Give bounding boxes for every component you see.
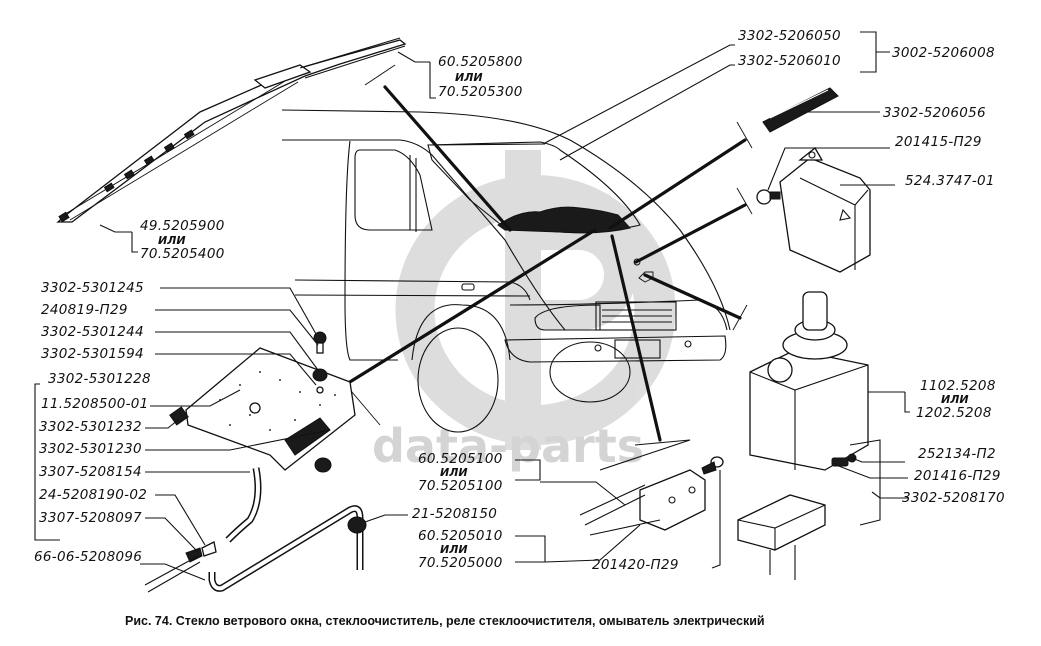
label-wiper-blade-b: 70.5205400 bbox=[140, 246, 225, 262]
seal-lock-strip-drawing bbox=[762, 87, 839, 133]
label-or: ИЛИ bbox=[440, 466, 468, 479]
label-washer-bolt: 201416-П29 bbox=[914, 468, 1001, 484]
label-wiper-lever-a: 60.5205100 bbox=[418, 451, 503, 467]
label-gearbox-a: 60.5205010 bbox=[418, 528, 503, 544]
figure-caption: Рис. 74. Стекло ветрового окна, стеклооч… bbox=[125, 614, 765, 628]
label-wiper-arm-a: 60.5205800 bbox=[438, 54, 523, 70]
label-left-9: 24-5208190-02 bbox=[39, 487, 147, 503]
label-left-7: 3302-5301230 bbox=[39, 441, 142, 457]
wiper-relay-drawing bbox=[756, 147, 871, 273]
label-washer-bracket: 3302-5208170 bbox=[902, 490, 1005, 506]
label-or: ИЛИ bbox=[440, 543, 468, 556]
label-gearbox-b: 70.5205000 bbox=[418, 555, 503, 571]
label-windshield-glass: 3302-5206050 bbox=[738, 28, 841, 44]
label-washer-nut: 252134-П2 bbox=[918, 446, 996, 462]
label-or: ИЛИ bbox=[941, 393, 969, 406]
washer-nozzle-panel-drawing bbox=[169, 331, 356, 473]
label-windshield-seal: 3302-5206010 bbox=[738, 53, 841, 69]
label-left-11: 66-06-5208096 bbox=[34, 549, 142, 565]
label-or: ИЛИ bbox=[158, 234, 186, 247]
label-left-6: 3302-5301232 bbox=[39, 419, 142, 435]
label-wiper-relay: 524.3747-01 bbox=[905, 173, 995, 189]
label-left-1: 240819-П29 bbox=[41, 302, 128, 318]
label-left-8: 3307-5208154 bbox=[39, 464, 142, 480]
label-relay-bolt: 201415-П29 bbox=[895, 134, 982, 150]
label-left-2: 3302-5301244 bbox=[41, 324, 144, 340]
wiper-motor-lever-drawing bbox=[579, 439, 724, 536]
label-motor-shaft-bolt: 201420-П29 bbox=[592, 557, 679, 573]
wiper-blade-arm-drawing bbox=[56, 37, 407, 223]
callout-labels: 60.5205800 ИЛИ 70.5205300 49.5205900 ИЛИ… bbox=[34, 28, 1005, 573]
label-seal-lock-strip: 3302-5206056 bbox=[883, 105, 986, 121]
label-or: ИЛИ bbox=[455, 71, 483, 84]
label-left-4: 3302-5301228 bbox=[48, 371, 151, 387]
watermark-text: data-parts bbox=[372, 419, 644, 473]
label-left-10: 3307-5208097 bbox=[39, 510, 142, 526]
label-washer-reservoir-b: 1202.5208 bbox=[916, 405, 992, 421]
label-left-3: 3302-5301594 bbox=[41, 346, 144, 362]
watermark-logo bbox=[395, 150, 676, 450]
label-washer-reservoir-a: 1102.5208 bbox=[920, 378, 996, 394]
label-wiper-blade-a: 49.5205900 bbox=[140, 218, 225, 234]
van-body-drawing bbox=[281, 109, 731, 433]
label-windshield-assembly: 3002-5206008 bbox=[892, 45, 995, 61]
label-hose-clip: 21-5208150 bbox=[412, 506, 497, 522]
washer-hoses-drawing bbox=[144, 467, 367, 593]
label-wiper-lever-b: 70.5205100 bbox=[418, 478, 503, 494]
washer-reservoir-drawing bbox=[737, 291, 881, 580]
label-wiper-arm-b: 70.5205300 bbox=[438, 84, 523, 100]
callout-leader-lines bbox=[34, 31, 910, 581]
label-left-5: 11.5208500-01 bbox=[41, 396, 149, 412]
label-left-0: 3302-5301245 bbox=[41, 280, 144, 296]
locator-lines bbox=[339, 85, 753, 446]
